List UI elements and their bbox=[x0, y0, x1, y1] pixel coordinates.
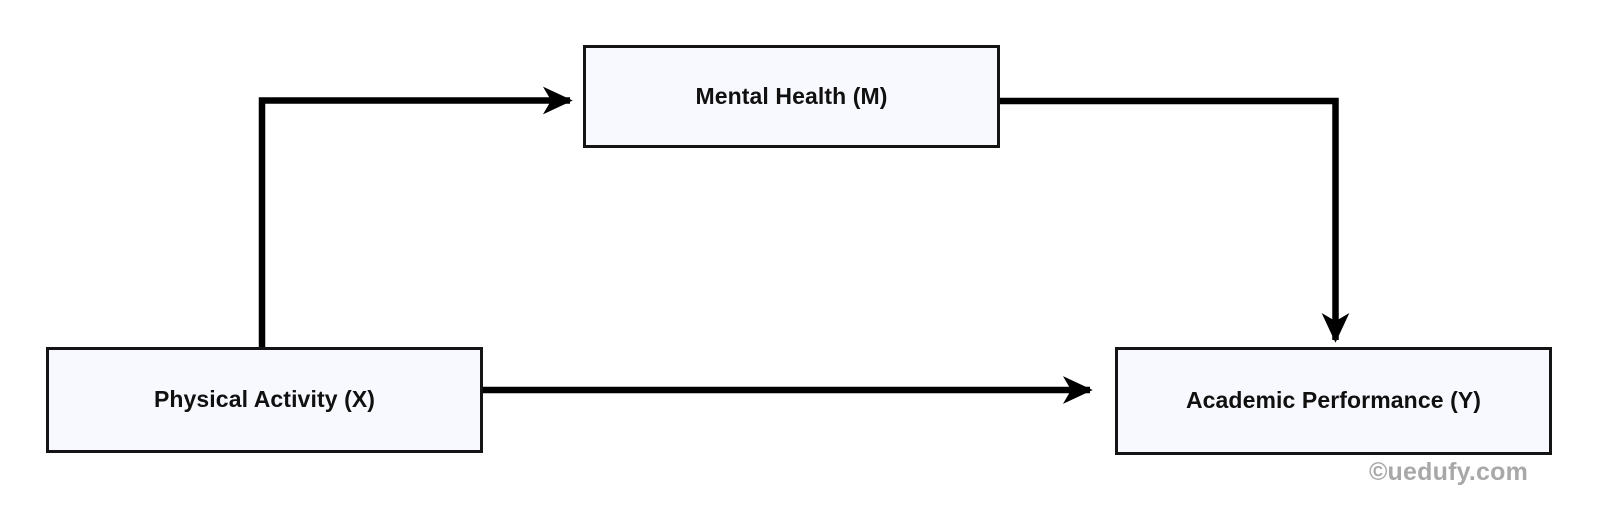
edge-x-to-m bbox=[258, 86, 573, 349]
node-physical-activity[interactable]: Physical Activity (X) bbox=[46, 347, 483, 453]
node-mental-health[interactable]: Mental Health (M) bbox=[583, 45, 1000, 148]
edge-m-to-y bbox=[998, 97, 1350, 343]
node-physical-activity-label: Physical Activity (X) bbox=[153, 386, 376, 413]
node-academic-performance-label: Academic Performance (Y) bbox=[1185, 387, 1482, 414]
node-mental-health-label: Mental Health (M) bbox=[695, 82, 888, 109]
node-academic-performance[interactable]: Academic Performance (Y) bbox=[1115, 347, 1552, 455]
watermark-label: ©uedufy.com bbox=[1368, 458, 1528, 486]
